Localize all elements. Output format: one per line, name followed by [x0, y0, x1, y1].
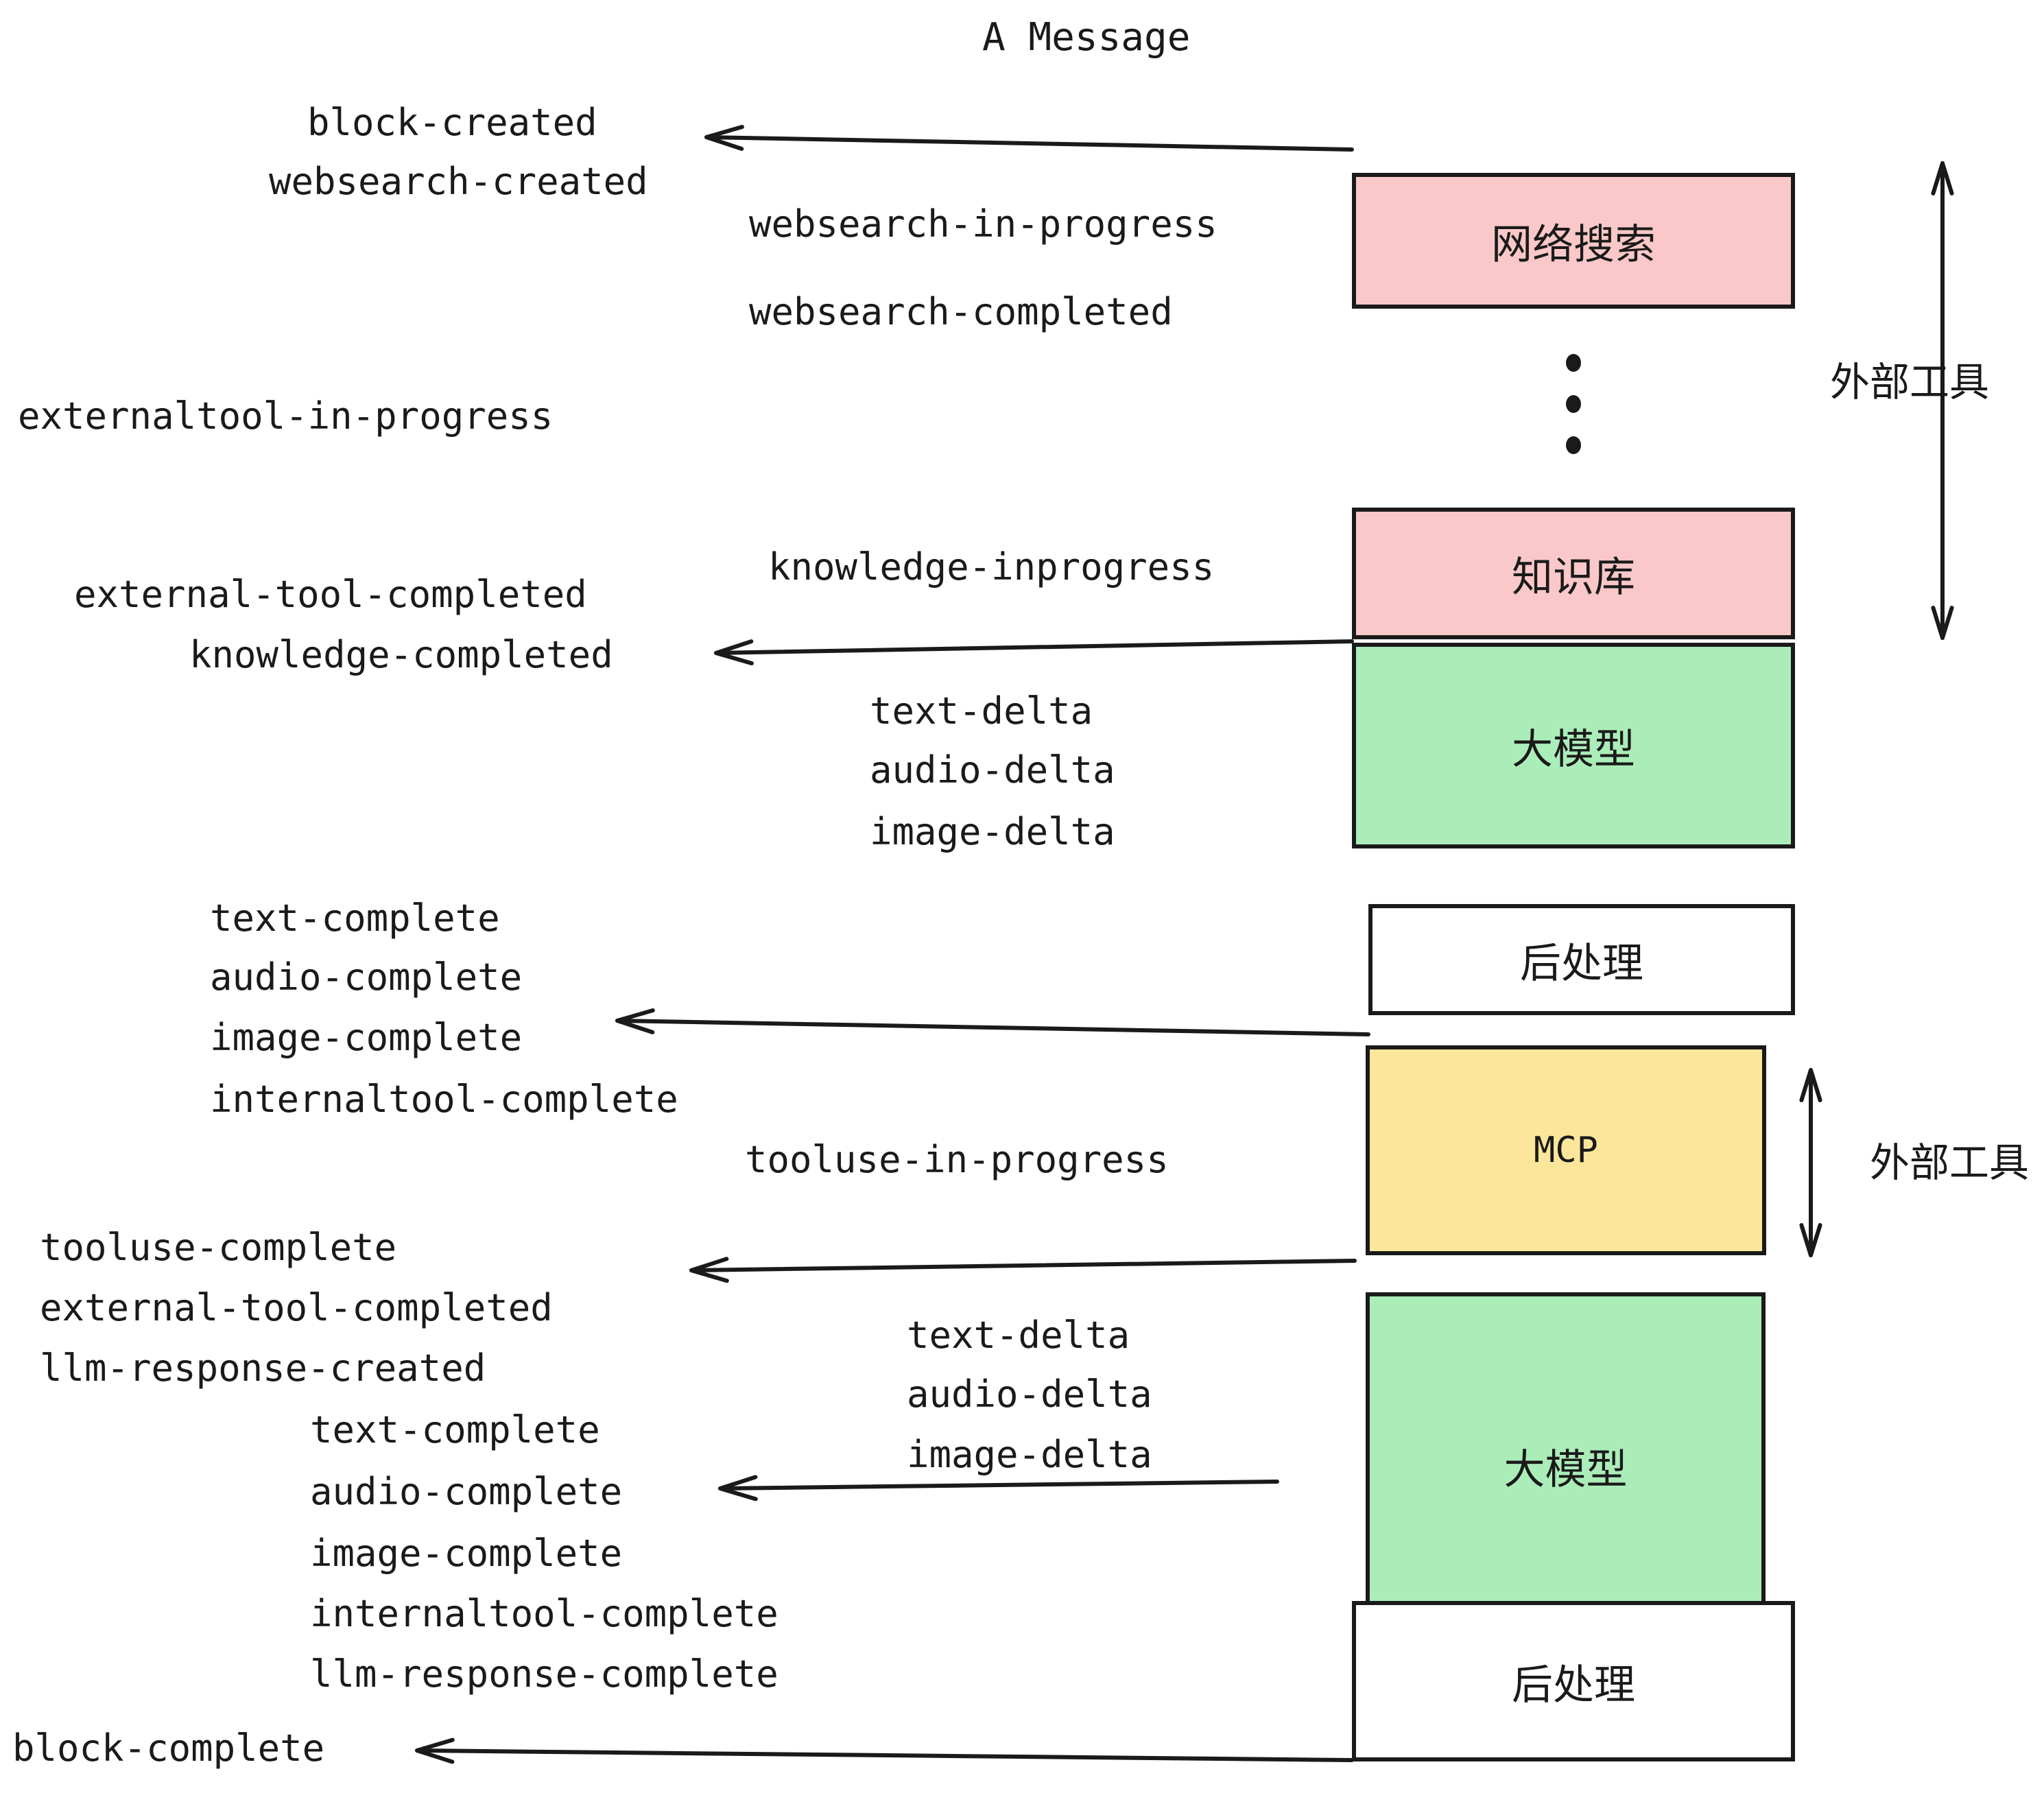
- event-label-websearch-completed: websearch-completed: [749, 290, 1173, 333]
- event-label-knowledge-inprogress: knowledge-inprogress: [768, 545, 1215, 589]
- event-label-image-complete-1: image-complete: [210, 1016, 523, 1059]
- ellipsis-dot-icon: [1566, 395, 1581, 413]
- page-title: A Message: [982, 15, 1191, 60]
- arrow-arrow-block-complete: [415, 1737, 1354, 1764]
- node-box-knowledge[interactable]: 知识库: [1352, 508, 1795, 639]
- node-box-postprocess-1[interactable]: 后处理: [1368, 904, 1795, 1015]
- event-label-audio-complete-1: audio-complete: [210, 956, 523, 999]
- event-label-text-delta-1: text-delta: [870, 689, 1093, 733]
- side-label-external-tools-top: 外部工具: [1830, 359, 1990, 405]
- node-label-mcp: MCP: [1534, 1130, 1598, 1171]
- event-label-block-complete: block-complete: [12, 1726, 325, 1770]
- node-box-llm-1[interactable]: 大模型: [1352, 643, 1795, 848]
- node-label-websearch: 网络搜索: [1491, 220, 1656, 269]
- arrow-arrow-websearch-created: [704, 125, 1354, 152]
- range-arrow-external-tools-range-bottom: [1799, 1068, 1822, 1257]
- arrow-arrow-knowledge-completed: [714, 639, 1354, 666]
- event-label-websearch-created: websearch-created: [269, 160, 648, 203]
- event-label-image-delta-1: image-delta: [870, 810, 1115, 853]
- node-box-websearch[interactable]: 网络搜索: [1352, 173, 1795, 309]
- event-label-text-complete-1: text-complete: [210, 897, 500, 940]
- node-box-postprocess-2[interactable]: 后处理: [1352, 1601, 1795, 1761]
- arrow-arrow-tooluse-complete: [689, 1257, 1357, 1283]
- event-label-external-tool-completed-1: external-tool-completed: [74, 573, 587, 616]
- event-label-websearch-in-progress: websearch-in-progress: [749, 202, 1217, 246]
- event-label-image-complete-2: image-complete: [310, 1532, 623, 1575]
- event-label-text-complete-2: text-complete: [310, 1408, 600, 1451]
- event-label-externaltool-in-progress: externaltool-in-progress: [18, 394, 554, 438]
- node-box-llm-2[interactable]: 大模型: [1366, 1292, 1766, 1639]
- event-label-block-created: block-created: [307, 101, 597, 144]
- event-label-audio-complete-2: audio-complete: [310, 1470, 623, 1513]
- side-label-external-tools-bottom: 外部工具: [1870, 1139, 2030, 1186]
- event-label-text-delta-2: text-delta: [907, 1314, 1130, 1357]
- event-label-audio-delta-1: audio-delta: [870, 748, 1115, 792]
- node-box-mcp[interactable]: MCP: [1366, 1045, 1766, 1255]
- node-label-llm-1: 大模型: [1512, 725, 1635, 774]
- range-arrow-external-tools-range-top: [1931, 161, 1954, 640]
- arrow-arrow-audio-complete: [718, 1475, 1279, 1502]
- event-label-internaltool-complete-1: internaltool-complete: [210, 1078, 678, 1121]
- event-label-llm-response-complete: llm-response-complete: [310, 1652, 779, 1696]
- node-label-postprocess-1: 后处理: [1520, 939, 1643, 988]
- node-label-knowledge: 知识库: [1512, 553, 1635, 602]
- event-label-internaltool-complete-2: internaltool-complete: [310, 1592, 779, 1635]
- event-label-knowledge-completed: knowledge-completed: [189, 633, 613, 676]
- event-label-tooluse-complete: tooluse-complete: [40, 1226, 397, 1269]
- node-label-postprocess-2: 后处理: [1512, 1661, 1635, 1709]
- event-label-external-tool-completed-2: external-tool-completed: [40, 1286, 553, 1329]
- event-label-audio-delta-2: audio-delta: [907, 1373, 1152, 1416]
- ellipsis-dot-icon: [1566, 436, 1581, 454]
- event-label-image-delta-2: image-delta: [907, 1433, 1152, 1476]
- ellipsis-dot-icon: [1566, 354, 1581, 372]
- event-label-llm-response-created: llm-response-created: [40, 1346, 486, 1390]
- event-label-tooluse-in-progress: tooluse-in-progress: [745, 1138, 1169, 1181]
- arrow-arrow-image-complete: [615, 1008, 1370, 1036]
- node-label-llm-2: 大模型: [1504, 1445, 1628, 1494]
